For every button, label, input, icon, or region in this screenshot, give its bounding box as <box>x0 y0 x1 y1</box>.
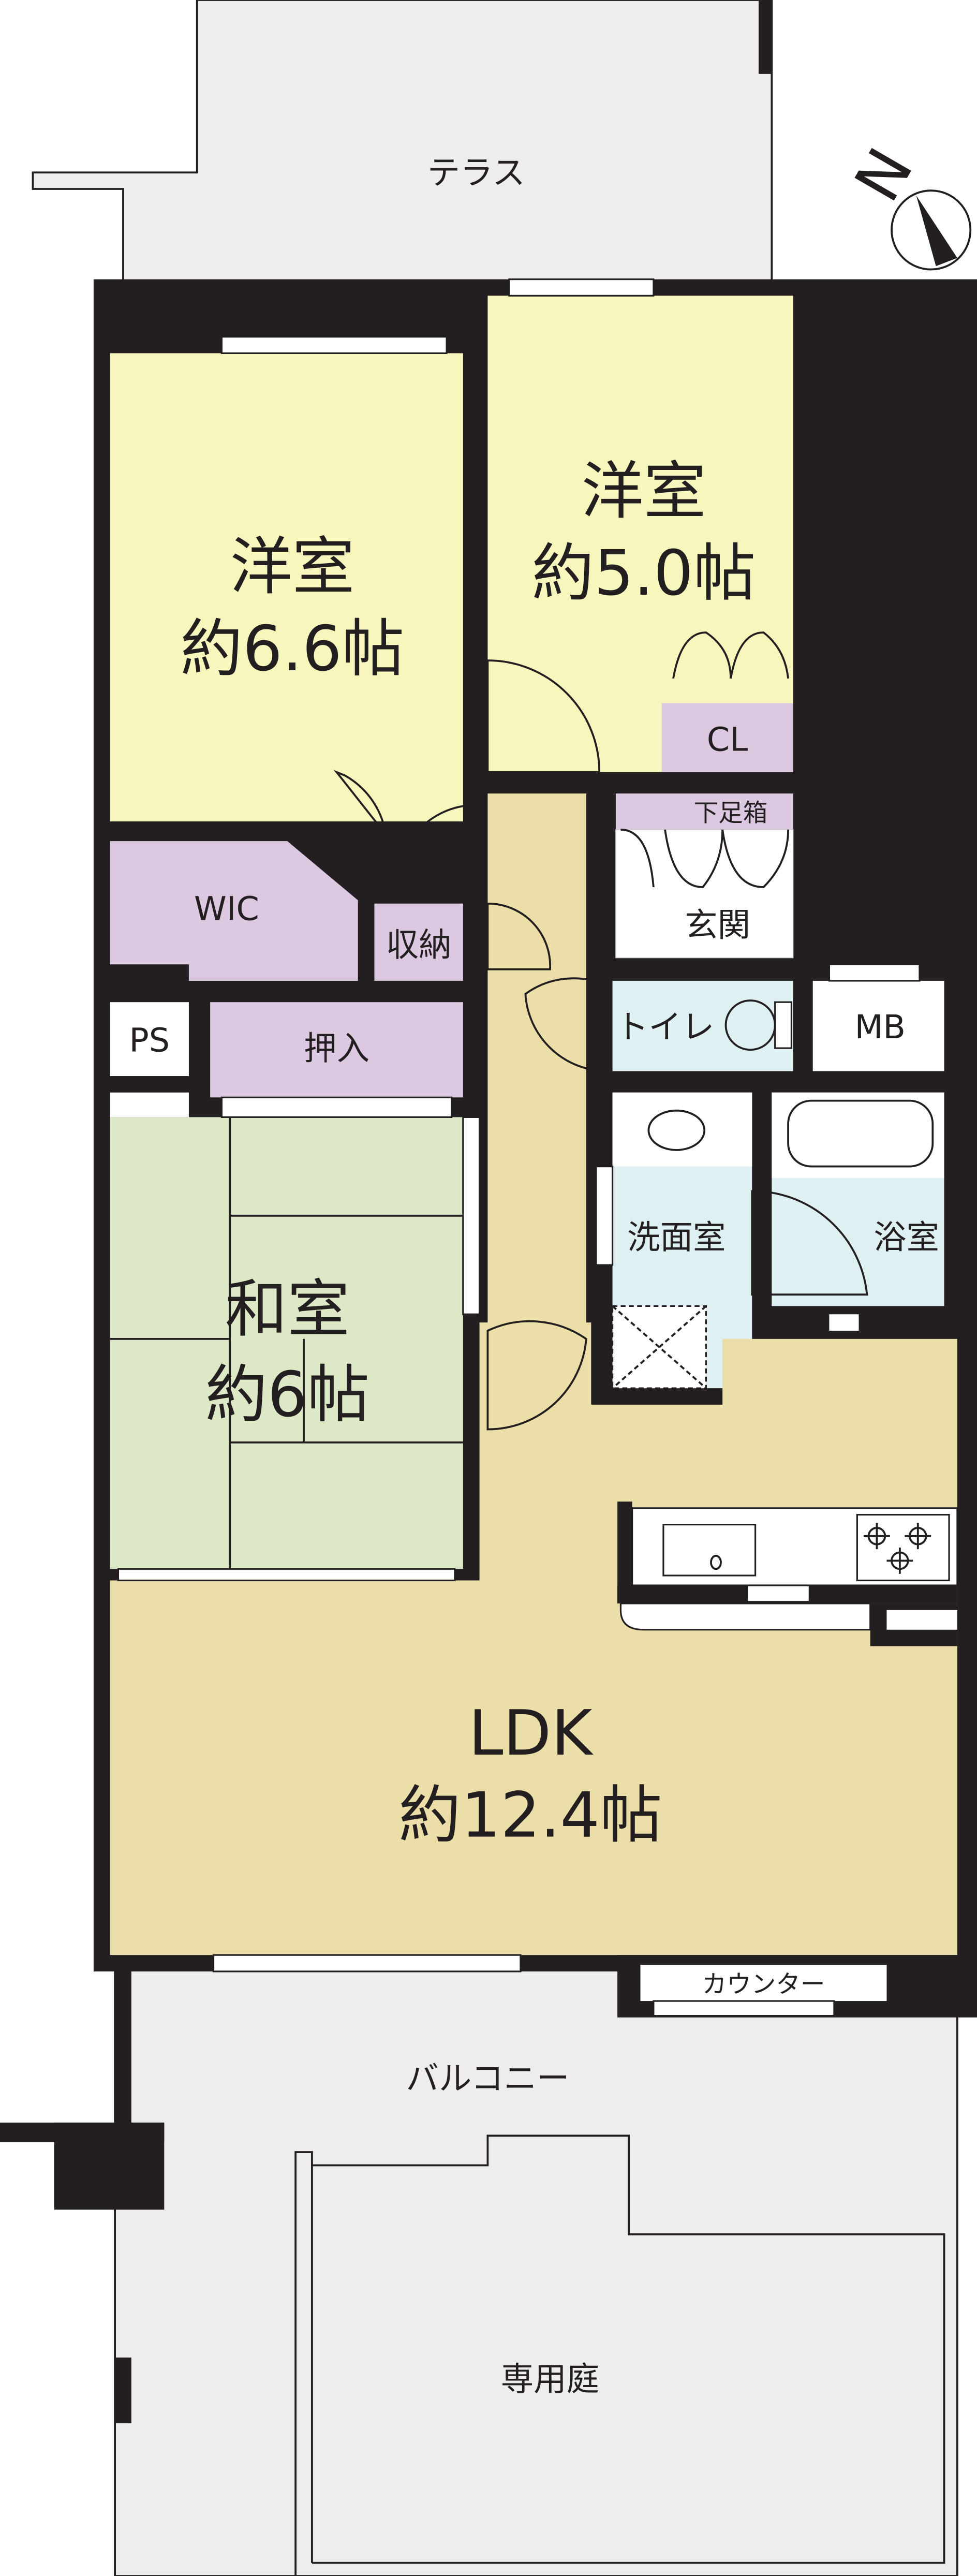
western-room-1-size: 約6.6帖 <box>180 613 404 685</box>
garden-outline <box>294 2135 945 2576</box>
door <box>333 770 388 838</box>
door <box>486 1320 587 1431</box>
door <box>396 804 478 885</box>
window <box>220 336 448 355</box>
oshiire <box>210 1002 463 1098</box>
pipe-space <box>110 1002 189 1077</box>
window <box>508 278 655 297</box>
kitchen-bar <box>619 1602 871 1631</box>
toilet-label: トイレ <box>616 1008 714 1046</box>
door <box>524 977 609 1072</box>
garden-post <box>115 2357 131 2423</box>
door <box>486 659 601 773</box>
walk-in-closet <box>110 841 358 981</box>
japanese-room-name: 和室 <box>225 1273 350 1346</box>
balcony-label: バルコニー <box>406 2059 569 2097</box>
window <box>220 1096 453 1118</box>
storage <box>374 903 463 981</box>
western-room-2-name: 洋室 <box>581 455 706 527</box>
japanese-room <box>110 1117 463 1569</box>
washbasin-icon <box>647 1109 706 1151</box>
japanese-room-size: 約6帖 <box>205 1359 369 1431</box>
wic-label: WIC <box>194 889 259 928</box>
sink <box>662 1523 757 1577</box>
bathroom-label: 浴室 <box>874 1218 939 1256</box>
shoe-cabinet <box>615 793 793 830</box>
garden-label: 専用庭 <box>501 2360 599 2398</box>
entrance-door <box>803 836 937 959</box>
toilet <box>612 980 793 1071</box>
mb-label: MB <box>855 1008 906 1046</box>
door <box>751 1190 868 1296</box>
window <box>595 1166 614 1266</box>
ps-label: PS <box>129 1021 170 1059</box>
western-room-2-size: 約5.0帖 <box>531 537 756 610</box>
western-room-2 <box>487 296 793 772</box>
closet <box>661 703 793 772</box>
bathtub-icon <box>787 1099 934 1168</box>
western-room-1-name: 洋室 <box>230 531 354 603</box>
storage-label: 収納 <box>386 925 452 964</box>
entrance-label: 玄関 <box>685 906 750 944</box>
window <box>828 963 921 982</box>
compass-icon: N <box>841 137 972 271</box>
washbasin-counter <box>612 1092 752 1167</box>
ldk-name: LDK <box>468 1697 594 1770</box>
washroom-label: 洗面室 <box>627 1218 726 1256</box>
ldk <box>110 1322 957 1955</box>
balcony-wall-left <box>115 1963 131 2128</box>
balcony-column-block <box>54 2122 165 2210</box>
window <box>462 1116 481 1315</box>
terrace-label: テラス <box>427 153 525 192</box>
closet-label: CL <box>707 720 748 759</box>
window <box>117 1568 456 1582</box>
closet-door <box>672 631 789 679</box>
shoe-cabinet-door <box>620 829 789 888</box>
meter-box <box>812 980 944 1071</box>
stove-icon <box>856 1513 950 1582</box>
terrace-post <box>758 0 772 74</box>
counter-label: カウンター <box>702 1970 825 1999</box>
balcony-area <box>114 1962 958 2576</box>
toilet-icon <box>724 999 793 1051</box>
shoe-cabinet-label: 下足箱 <box>694 799 768 828</box>
hallway <box>487 793 586 1336</box>
tatami-lines <box>110 1117 463 1569</box>
oshiire-label: 押入 <box>304 1029 369 1067</box>
terrace-area <box>32 0 773 289</box>
western-room-1 <box>110 353 463 822</box>
window <box>212 1954 522 1973</box>
ldk-size: 約12.4帖 <box>398 1779 662 1852</box>
door <box>486 902 552 970</box>
